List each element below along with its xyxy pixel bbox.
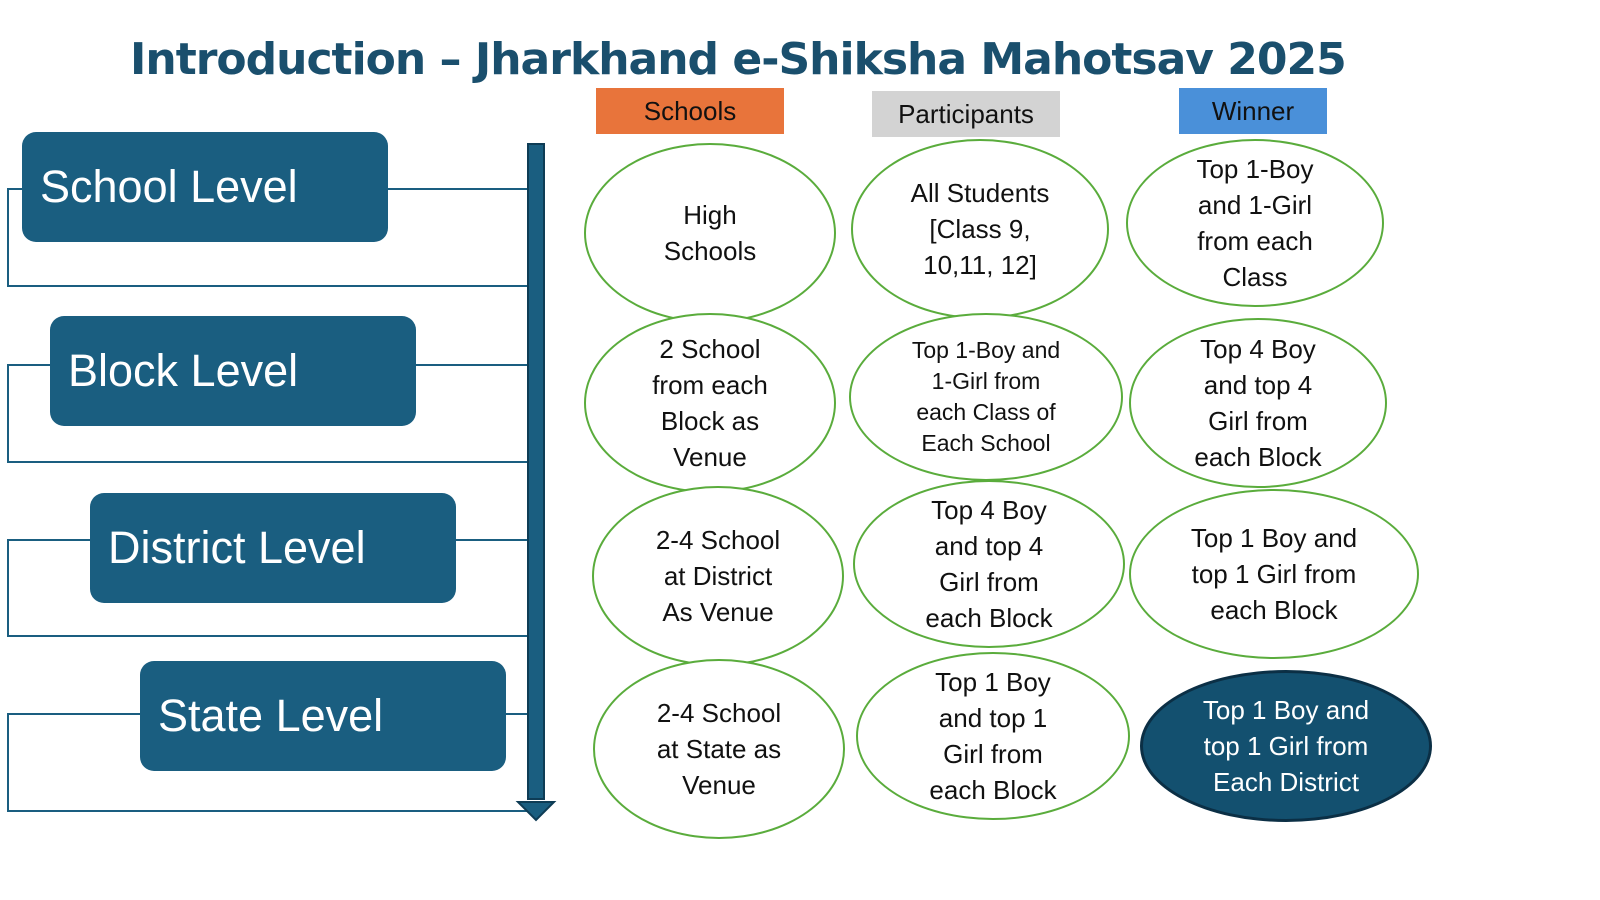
- block-level-schools: 2 School from each Block as Venue: [584, 313, 836, 493]
- block-level-stub: [415, 364, 528, 366]
- level-box-district: District Level: [90, 493, 456, 603]
- schools-column-header: Schools: [596, 88, 784, 134]
- district-level-schools: 2-4 School at District As Venue: [592, 486, 844, 666]
- state-level-participants: Top 1 Boy and top 1 Girl from each Block: [856, 652, 1130, 820]
- state-level-winner: Top 1 Boy and top 1 Girl from Each Distr…: [1140, 670, 1432, 822]
- block-level-participants: Top 1-Boy and 1-Girl from each Class of …: [849, 313, 1123, 481]
- participants-column-header: Participants: [872, 91, 1060, 137]
- district-level-stub: [455, 539, 528, 541]
- progression-arrow: [515, 143, 557, 822]
- school-level-schools: High Schools: [584, 143, 836, 323]
- state-level-stub: [505, 713, 528, 715]
- school-level-winner: Top 1-Boy and 1-Girl from each Class: [1126, 139, 1384, 307]
- level-box-block: Block Level: [50, 316, 416, 426]
- level-box-school: School Level: [22, 132, 388, 242]
- district-level-participants: Top 4 Boy and top 4 Girl from each Block: [853, 480, 1125, 648]
- district-level-winner: Top 1 Boy and top 1 Girl from each Block: [1129, 489, 1419, 659]
- winner-column-header: Winner: [1179, 88, 1327, 134]
- state-level-schools: 2-4 School at State as Venue: [593, 659, 845, 839]
- school-level-participants: All Students [Class 9, 10,11, 12]: [851, 139, 1109, 319]
- level-box-state: State Level: [140, 661, 506, 771]
- block-level-winner: Top 4 Boy and top 4 Girl from each Block: [1129, 318, 1387, 488]
- school-level-stub: [387, 188, 528, 190]
- page-title: Introduction – Jharkhand e-Shiksha Mahot…: [130, 34, 1347, 85]
